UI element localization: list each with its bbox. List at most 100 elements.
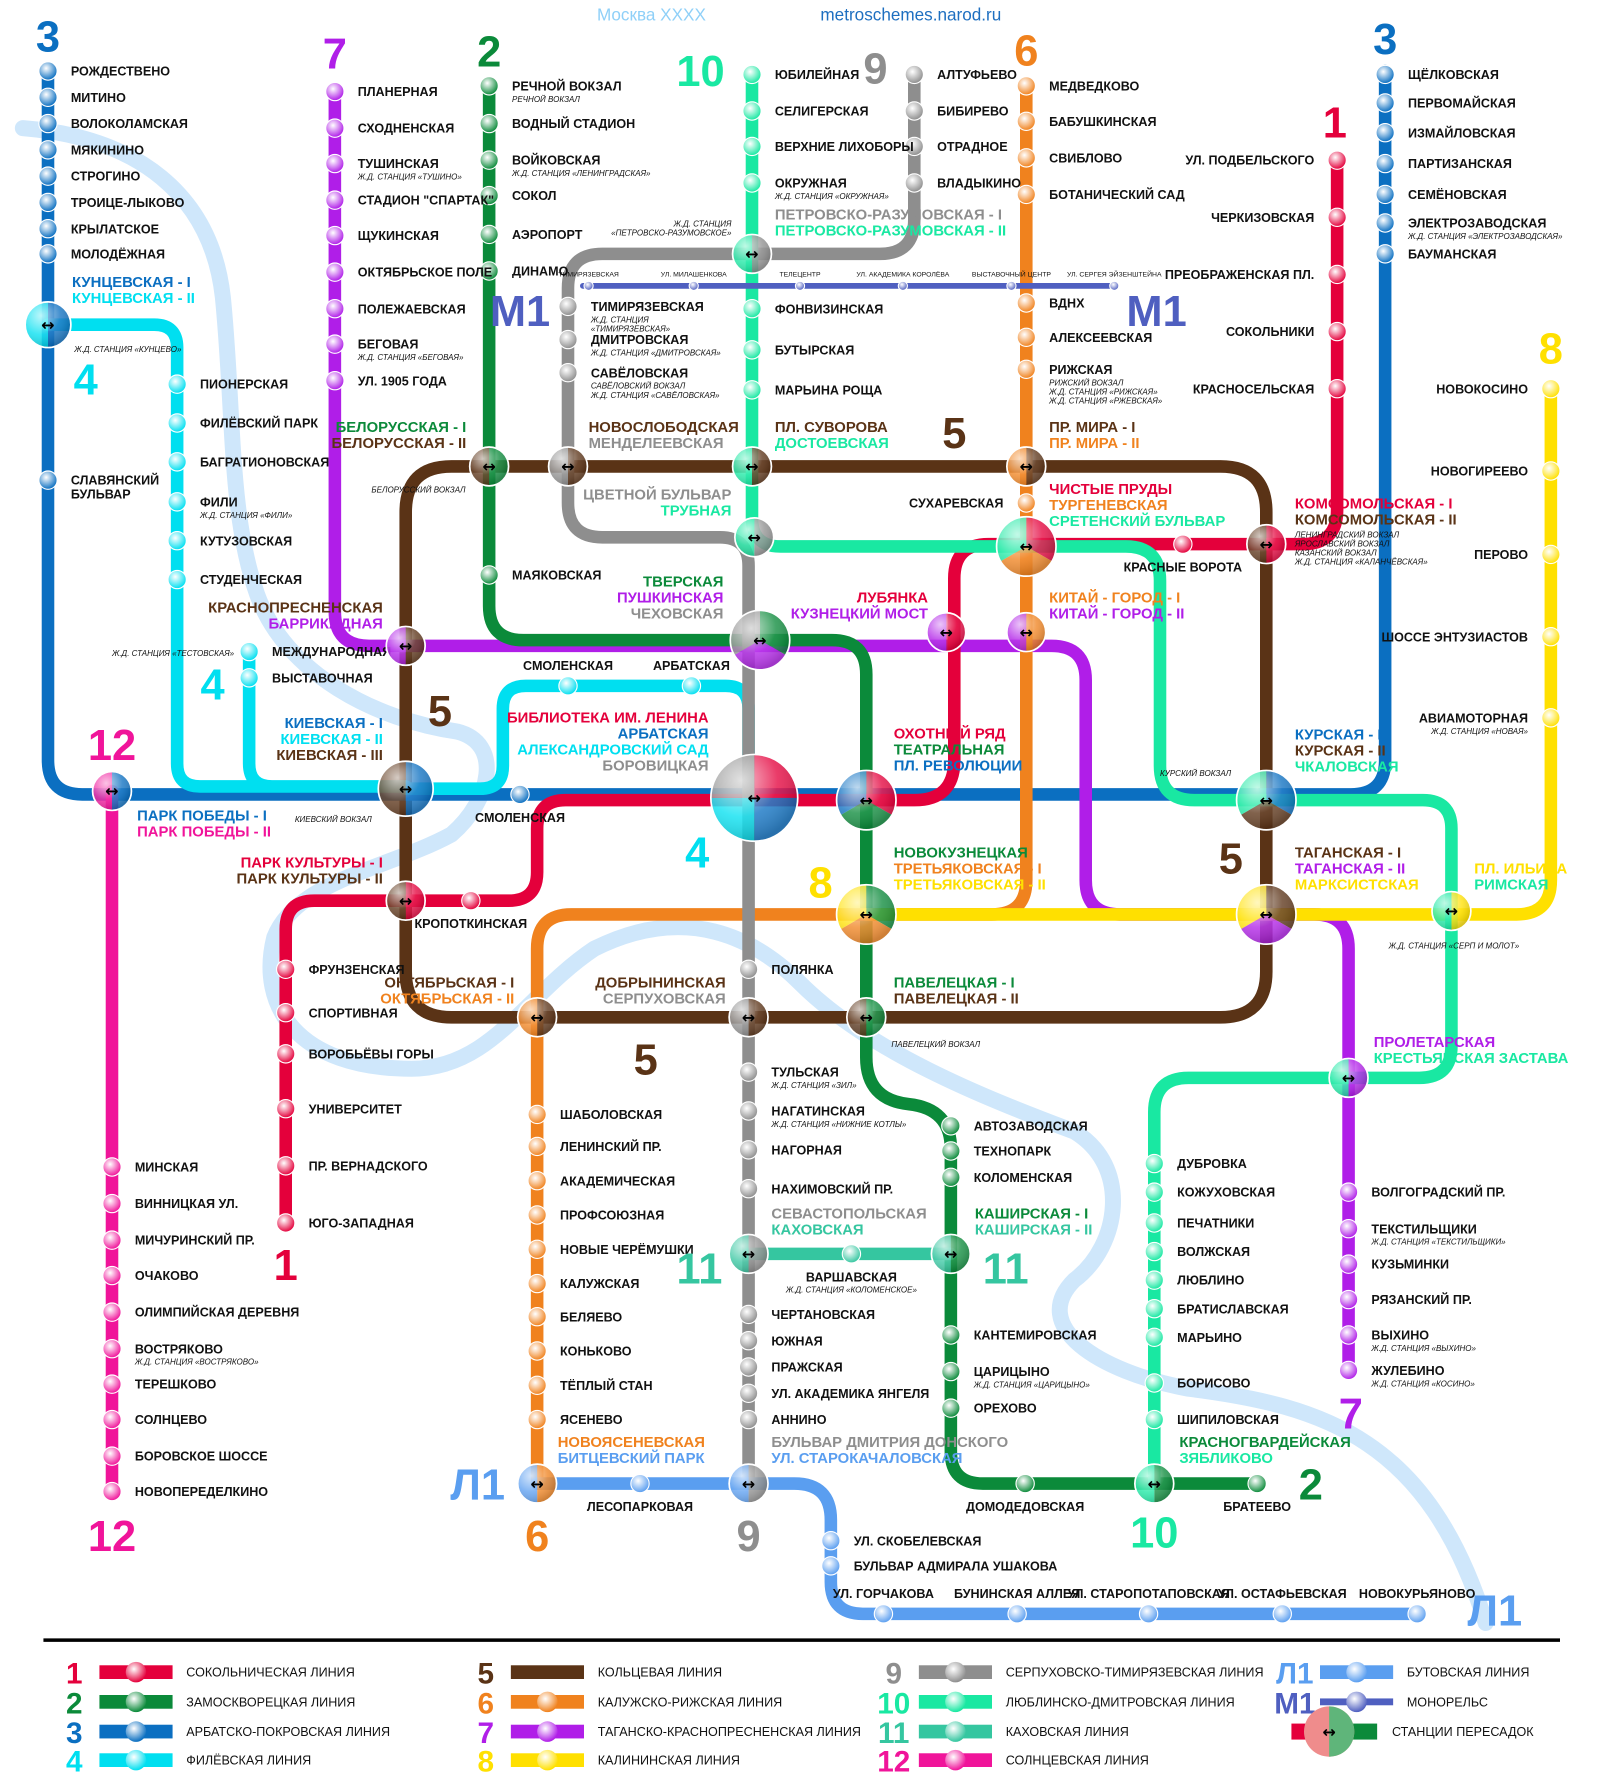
station-name: ПОЛЕЖАЕВСКАЯ bbox=[358, 302, 466, 316]
station-name: ЧЕРКИЗОВСКАЯ bbox=[1211, 211, 1314, 225]
station-L1-1: УЛ. СКОБЕЛЕВСКАЯ bbox=[821, 1530, 982, 1551]
station-subtitle: Ж.Д. СТАНЦИЯ «ЛЕНИНГРАДСКАЯ» bbox=[511, 169, 651, 178]
line-8-track bbox=[859, 382, 1558, 921]
station-1-3: СОКОЛЬНИКИ bbox=[1226, 321, 1347, 342]
station-1-1: ЧЕРКИЗОВСКАЯ bbox=[1211, 207, 1347, 227]
station-marker-icon bbox=[510, 784, 530, 805]
station-name: БРАТЕЕВО bbox=[1223, 1500, 1291, 1514]
station-name: АЭРОПОРТ bbox=[512, 228, 583, 242]
station-marker-icon bbox=[1375, 64, 1395, 85]
stations: УЛ. ПОДБЕЛЬСКОГОЧЕРКИЗОВСКАЯПРЕОБРАЖЕНСК… bbox=[38, 61, 1563, 1624]
station-name: БУНИНСКАЯ АЛЛЕЯ bbox=[954, 1587, 1080, 1601]
legend-line-number: 9 bbox=[885, 1658, 902, 1691]
station-marker-icon bbox=[742, 340, 762, 360]
station-name: КУТУЗОВСКАЯ bbox=[200, 534, 292, 548]
transfer-label: МЕНДЕЛЕЕВСКАЯ bbox=[589, 436, 724, 452]
station-name: ВОЛЖСКАЯ bbox=[1177, 1245, 1250, 1259]
station-7-1: СХОДНЕНСКАЯ bbox=[325, 118, 454, 138]
transfer-arrow-icon: ↔ bbox=[1020, 623, 1033, 642]
station-marker-icon bbox=[794, 280, 806, 292]
station-marker-icon bbox=[461, 891, 481, 911]
station-marker-icon bbox=[527, 1104, 547, 1125]
station-name: КАЛУЖСКАЯ bbox=[560, 1277, 639, 1291]
station-marker-icon bbox=[1375, 244, 1395, 264]
transfer-label: ТУРГЕНЕВСКАЯ bbox=[1049, 498, 1167, 514]
legend-station-icon bbox=[125, 1721, 147, 1742]
transfer-label: БИБЛИОТЕКА ИМ. ЛЕНИНА bbox=[507, 710, 709, 726]
legend-line-name: БУТОВСКАЯ ЛИНИЯ bbox=[1407, 1666, 1530, 1680]
station-marker-icon bbox=[1247, 1473, 1267, 1494]
station-marker-icon bbox=[527, 1170, 547, 1191]
legend-line-name: ЛЮБЛИНСКО-ДМИТРОВСКАЯ ЛИНИЯ bbox=[1006, 1695, 1235, 1709]
legend-line-number: 12 bbox=[877, 1746, 910, 1779]
station-marker-icon bbox=[325, 262, 345, 282]
station-9-1: БИБИРЕВО bbox=[904, 101, 1009, 121]
legend-station-icon bbox=[125, 1749, 147, 1771]
station-marker-icon bbox=[1338, 1254, 1359, 1274]
station-name: ТИМИРЯЗЕВСКАЯ bbox=[591, 300, 704, 314]
station-name: БАГРАТИОНОВСКАЯ bbox=[200, 455, 329, 469]
station-name: НОВОКОСИНО bbox=[1436, 382, 1528, 396]
station-name: ЛЕНИНСКИЙ ПР. bbox=[560, 1139, 662, 1154]
station-1-8: СПОРТИВНАЯ bbox=[276, 1003, 398, 1023]
station-name: НАГАТИНСКАЯ bbox=[771, 1105, 865, 1119]
station-name: УЛ. СКОБЕЛЕВСКАЯ bbox=[854, 1534, 982, 1548]
station-marker-icon bbox=[688, 280, 699, 292]
station-marker-icon bbox=[167, 452, 187, 472]
station-marker-icon bbox=[904, 136, 924, 157]
station-name: ЮБИЛЕЙНАЯ bbox=[775, 67, 859, 82]
legend-station-icon bbox=[125, 1691, 147, 1713]
station-8-0: НОВОКОСИНО bbox=[1436, 379, 1561, 399]
station-marker-icon bbox=[1327, 207, 1347, 227]
transfer-label: ЛУБЯНКА bbox=[857, 590, 928, 606]
station-6-1: БАБУШКИНСКАЯ bbox=[1016, 111, 1157, 131]
legend-line-name: СОЛНЦЕВСКАЯ ЛИНИЯ bbox=[1006, 1754, 1149, 1768]
station-10-2: ВЕРХНИЕ ЛИХОБОРЫ bbox=[742, 136, 914, 157]
station-marker-icon bbox=[527, 1273, 547, 1294]
station-subtitle: Ж.Д. СТАНЦИЯ «ЗИЛ» bbox=[770, 1081, 857, 1090]
station-marker-icon bbox=[941, 1361, 961, 1382]
transfer-label: ТВЕРСКАЯ bbox=[643, 574, 723, 590]
legend-station-icon bbox=[537, 1721, 558, 1742]
station-marker-icon bbox=[841, 1244, 862, 1264]
station-marker-icon bbox=[1144, 1270, 1164, 1290]
line-number-10: 10 bbox=[1130, 1510, 1178, 1558]
station-marker-icon bbox=[1173, 534, 1193, 554]
station-name: ТРОИЦЕ-ЛЫКОВО bbox=[71, 196, 185, 210]
station-12-3: ОЧАКОВО bbox=[102, 1265, 199, 1286]
station-4-4: КУТУЗОВСКАЯ bbox=[167, 531, 292, 551]
station-name: УЛ. ГОРЧАКОВА bbox=[833, 1587, 934, 1601]
station-marker-icon bbox=[1375, 153, 1395, 174]
station-name: ОКРУЖНАЯ bbox=[775, 177, 847, 191]
station-marker-icon bbox=[742, 299, 762, 319]
station-marker-icon bbox=[38, 470, 58, 490]
station-name: НАГОРНАЯ bbox=[771, 1143, 841, 1157]
station-name: КОЖУХОВСКАЯ bbox=[1177, 1186, 1275, 1200]
station-3-3: МЯКИНИНО bbox=[38, 140, 144, 160]
station-6-8: ШАБОЛОВСКАЯ bbox=[527, 1104, 662, 1125]
station-marker-icon bbox=[742, 380, 762, 400]
station-name: ОЛИМПИЙСКАЯ ДЕРЕВНЯ bbox=[135, 1305, 299, 1320]
station-7-9: ВОЛГОГРАДСКИЙ ПР. bbox=[1338, 1182, 1505, 1202]
station-marker-icon bbox=[738, 959, 759, 979]
station-7-4: ЩУКИНСКАЯ bbox=[325, 225, 439, 246]
station-9-3: ВЛАДЫКИНО bbox=[904, 173, 1021, 193]
station-marker-icon bbox=[102, 1374, 122, 1394]
line-number-L1: Л1 bbox=[1468, 1587, 1523, 1635]
